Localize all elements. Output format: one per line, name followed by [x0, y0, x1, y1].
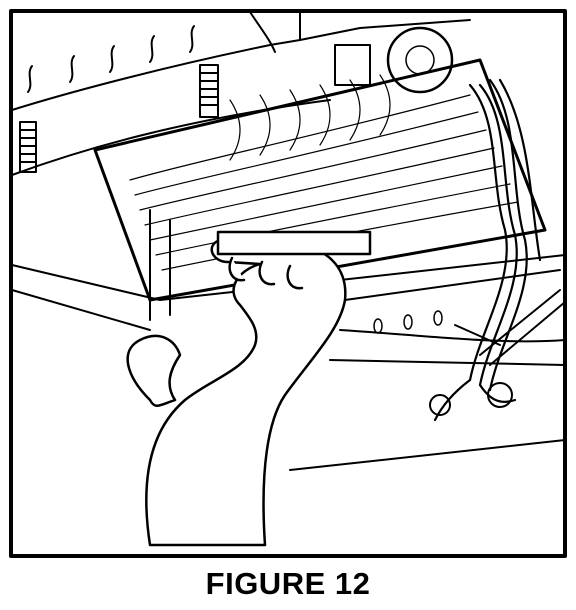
screw-icon [19, 64, 219, 173]
wire-harness-icon [429, 78, 542, 422]
hand-icon [126, 230, 372, 547]
figure-caption: FIGURE 12 [205, 566, 371, 601]
screwdriver-icon [454, 289, 566, 366]
figure-frame [9, 9, 567, 558]
circuit-board-icon [93, 26, 547, 302]
appliance-base [11, 209, 566, 471]
